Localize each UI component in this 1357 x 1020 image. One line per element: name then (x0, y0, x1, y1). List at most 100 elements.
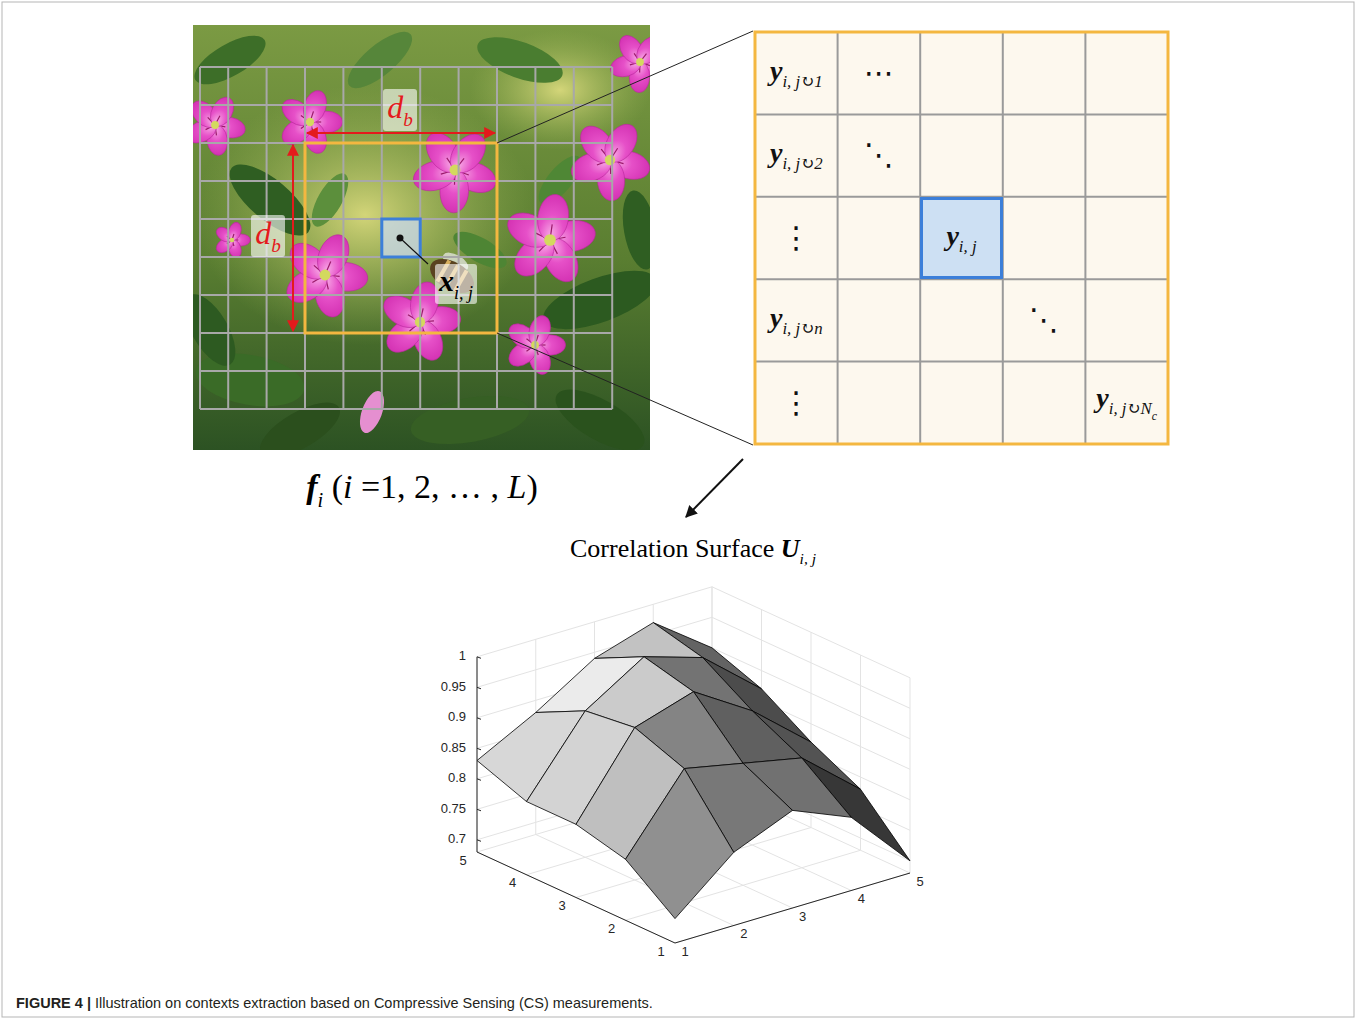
flower (281, 230, 369, 320)
petal (525, 313, 554, 349)
surface-plot (477, 587, 910, 943)
flower (410, 126, 500, 213)
text-run: 0.9 (448, 709, 466, 724)
axis-tick: 0.75 (441, 802, 466, 817)
axis-tick: 3 (799, 910, 806, 925)
plot-tick (477, 840, 481, 842)
flower-center (211, 121, 219, 129)
text-run: ⋮ (781, 386, 811, 419)
measurement-grid-ground (755, 32, 1168, 444)
flower-bud (355, 388, 389, 436)
text-run: L (508, 468, 527, 505)
grid-line (458, 67, 460, 409)
text-run: 2 (608, 921, 615, 936)
surface-facet (595, 623, 703, 659)
text-run: 0.8 (448, 770, 466, 785)
text-run: i, j↻N (1109, 399, 1152, 418)
cell-text: yi, j↻Nc (1096, 382, 1157, 423)
leaf (617, 188, 650, 272)
text-run: 5 (459, 853, 466, 868)
surface-title: Correlation Surface Ui, j (570, 534, 816, 568)
plot-axis (675, 873, 910, 943)
flower (502, 192, 598, 287)
figure-caption: FIGURE 4 | Illustration on contexts extr… (16, 995, 653, 1012)
text-run: f (306, 468, 317, 505)
text-run: i (317, 489, 323, 511)
text-run: i (343, 468, 352, 505)
plot-grid-line (675, 873, 910, 943)
cell-text: yi, j↻2 (770, 137, 823, 174)
text-run: i, j (800, 550, 816, 567)
text-run: U (781, 534, 800, 563)
text-run: y (770, 137, 782, 168)
axis-tick: 3 (558, 899, 565, 914)
grid-line (199, 67, 201, 409)
grid-line (200, 408, 612, 410)
flower (567, 118, 650, 201)
grid-line (755, 113, 1168, 115)
text-run: y (946, 220, 958, 251)
text-run: 1 (459, 648, 466, 663)
flower-photo (193, 25, 650, 450)
text-run: 3 (799, 909, 806, 924)
grid-cell: ⋯ (838, 32, 921, 114)
flower-center (605, 155, 615, 165)
text-run: x (439, 264, 454, 297)
text-run: ⋯ (864, 56, 894, 89)
block-grid (200, 67, 612, 409)
text-run: d (387, 89, 403, 125)
dimension-label: db (251, 215, 285, 257)
axis-tick: 0.7 (448, 832, 466, 847)
flower-center (306, 118, 314, 126)
text-run: 2 (740, 926, 747, 941)
axis-tick: 4 (509, 876, 516, 891)
flower-center (544, 234, 556, 246)
plot-tick (477, 809, 481, 811)
flower-center (320, 270, 331, 281)
axis-tick: 0.8 (448, 771, 466, 786)
dimension-label: db (383, 89, 417, 131)
cell-text: ⋯ (864, 56, 894, 91)
grid-line (837, 32, 839, 444)
cell-text: yi, j (946, 220, 976, 257)
grid-cell: yi, j↻2 (755, 114, 838, 196)
text-run: i, j (959, 237, 977, 256)
axis-tick: 5 (459, 854, 466, 869)
grid-line (227, 67, 229, 409)
context-window (305, 143, 497, 333)
plot-tick (477, 687, 481, 689)
text-run: ⋱ (864, 138, 894, 171)
text-run: 4 (858, 891, 865, 906)
plot-tick (477, 657, 481, 659)
axis-tick: 5 (916, 875, 923, 890)
frame-caption: fi (i =1, 2, … , L) (306, 467, 538, 512)
axis-tick: 2 (740, 927, 747, 942)
text-run: i, j↻2 (782, 155, 822, 174)
text-run: y (770, 302, 782, 333)
zoom-line (497, 31, 753, 143)
text-run: =1, 2, … , (352, 468, 507, 505)
flower (193, 93, 247, 157)
axis-tick: 0.85 (441, 741, 466, 756)
text-run: y (1096, 382, 1108, 413)
text-run: 4 (509, 875, 516, 890)
leaf (305, 168, 356, 232)
text-run: d (255, 215, 271, 251)
flower-center (230, 238, 235, 243)
petal (632, 32, 650, 69)
plot-grid-line (910, 678, 911, 873)
axis-tick: 4 (858, 892, 865, 907)
grid-line (611, 67, 613, 409)
text-run: i, j↻n (782, 319, 822, 338)
text-run: ) (527, 468, 538, 505)
grid-line (342, 67, 344, 409)
measurement-grid-border (755, 32, 1168, 444)
grid-line (1084, 32, 1086, 444)
leaf (407, 388, 533, 450)
petal (206, 93, 239, 130)
text-run: 0.7 (448, 831, 466, 846)
plot-axis (477, 657, 478, 852)
grid-cell: yi, j↻1 (755, 32, 838, 114)
petal (443, 127, 492, 179)
